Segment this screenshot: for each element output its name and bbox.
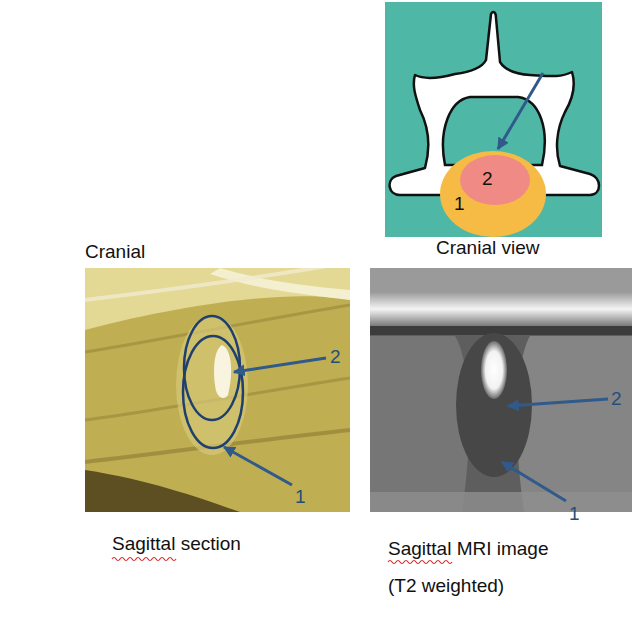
label-holder: Sagittal MRI image (T2 weighted) <box>388 530 573 604</box>
mri-band <box>370 492 632 512</box>
outline-ellipse <box>183 336 243 448</box>
leader-arrow <box>498 73 543 149</box>
nucleus-ellipse: 2 <box>460 155 530 205</box>
annulus-ellipse: 12 <box>440 151 546 237</box>
ellipse-fill <box>440 151 546 237</box>
callout-number: 2 <box>482 168 493 191</box>
spellcheck-squiggle <box>388 561 452 564</box>
csf-band <box>370 292 632 326</box>
leader-arrow <box>502 462 566 501</box>
tissue-ground <box>85 268 350 512</box>
view-caption: Cranial view <box>436 237 539 260</box>
vertebral-body <box>517 336 632 512</box>
callout-number: 2 <box>330 346 341 369</box>
tissue-streak <box>85 268 350 300</box>
leader-arrow <box>234 358 326 372</box>
sagittal-section-photo <box>85 268 350 512</box>
mri-band <box>370 268 632 292</box>
callout-number: 1 <box>295 486 306 509</box>
callout-number: 2 <box>611 388 622 411</box>
figure-caption: Sagittal MRI image (T2 weighted) <box>388 530 573 604</box>
disc-area <box>176 315 248 455</box>
label-holder: Cranial <box>85 241 145 264</box>
nucleus-signal <box>481 341 507 399</box>
callout-number: 1 <box>569 503 580 526</box>
label-holder: Sagittal section <box>112 533 241 556</box>
leader-arrow <box>508 399 608 406</box>
label-holder: 1 <box>295 486 306 509</box>
vertebral-body <box>370 336 469 512</box>
label-holder: 1 <box>569 503 580 526</box>
leader-arrow <box>224 447 292 485</box>
mri-band <box>370 326 632 335</box>
callout-number: 1 <box>454 193 465 216</box>
mri-image <box>370 268 632 512</box>
mri-ground <box>370 268 632 512</box>
ellipse-shape <box>460 155 530 205</box>
orientation-label: Cranial <box>85 241 145 264</box>
cranial-view-panel <box>385 2 602 237</box>
nucleus-blob <box>214 345 231 398</box>
outline-ellipse <box>184 316 240 420</box>
ellipse-fill <box>460 155 530 205</box>
figure-caption: Sagittal section <box>112 533 241 556</box>
spellcheck-squiggle <box>112 558 176 561</box>
panel-ground <box>385 2 602 237</box>
label-holder: 2 <box>330 346 341 369</box>
label-holder: 2 <box>611 388 622 411</box>
label-holder: Cranial view <box>436 237 539 260</box>
dark-tissue <box>85 470 240 512</box>
